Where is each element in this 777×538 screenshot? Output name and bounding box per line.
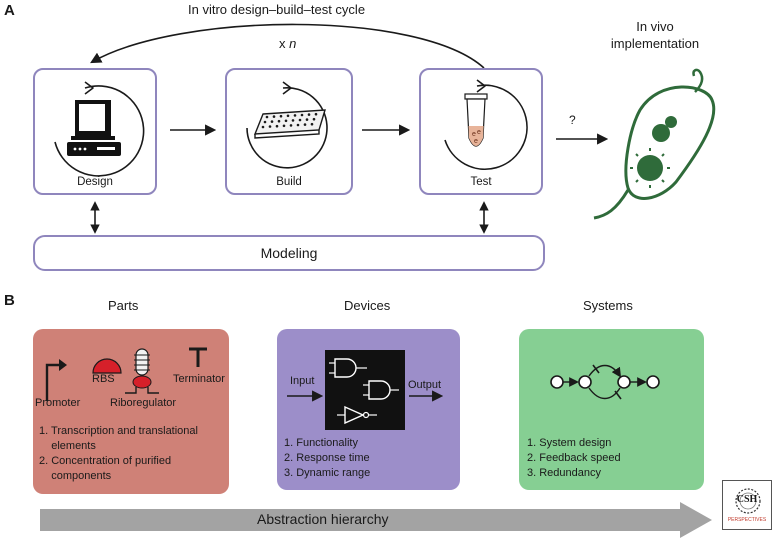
- terminator-icon: [189, 347, 207, 367]
- rbs-icon: [92, 358, 122, 374]
- test-stage: e e e Test: [419, 68, 543, 195]
- parts-card: RBS Terminator Promoter Riboregulator 1.…: [33, 329, 229, 494]
- design-stage: Design: [33, 68, 157, 195]
- build-stage: Build: [225, 68, 353, 195]
- and-gate-icon: [368, 380, 391, 400]
- parts-title: Parts: [108, 298, 139, 313]
- parts-list: 1. Transcription and translational eleme…: [39, 424, 198, 484]
- devices-title: Devices: [344, 298, 391, 313]
- list-item: 2. Concentration of purified: [39, 455, 172, 467]
- parts-icons: [45, 347, 207, 401]
- logo-text: CSH: [736, 494, 758, 505]
- build-label: Build: [276, 176, 302, 188]
- rbs-label: RBS: [92, 373, 115, 385]
- riboregulator-icon: [125, 348, 159, 394]
- list-item: 2. Response time: [284, 452, 370, 464]
- question-mark: ?: [569, 113, 576, 127]
- build-plate-icon: [246, 81, 328, 169]
- systems-list: 1. System design 2. Feedback speed 3. Re…: [527, 436, 621, 481]
- logic-gates-diagram: [287, 350, 444, 430]
- design-computer-icon: [54, 81, 145, 177]
- test-tube-icon: e e e: [444, 79, 528, 171]
- list-item: components: [39, 470, 112, 482]
- devices-list: 1. Functionality 2. Response time 3. Dyn…: [284, 436, 370, 481]
- list-item: 1. Functionality: [284, 437, 358, 449]
- list-item: 2. Feedback speed: [527, 452, 621, 464]
- promoter-label: Promoter: [35, 397, 81, 409]
- list-item: elements: [39, 440, 96, 452]
- list-item: 1. Transcription and translational: [39, 425, 198, 437]
- systems-title: Systems: [583, 298, 633, 313]
- modeling-bar: Modeling: [33, 235, 545, 271]
- test-label: Test: [470, 176, 492, 188]
- terminator-label: Terminator: [173, 373, 225, 385]
- node-icon: [578, 375, 592, 389]
- abstraction-label: Abstraction hierarchy: [257, 511, 389, 527]
- logo-subtext: PERSPECTIVES: [727, 517, 767, 523]
- csh-logo-icon: [735, 488, 761, 514]
- and-gate-icon: [334, 358, 357, 378]
- output-label: Output: [408, 379, 442, 391]
- in-vivo-label: In vivo implementation: [610, 19, 700, 51]
- systems-card: 1. System design 2. Feedback speed 3. Re…: [519, 329, 704, 490]
- panel-b-label: B: [4, 292, 15, 309]
- list-item: 1. System design: [527, 437, 612, 449]
- riboregulator-label: Riboregulator: [110, 397, 177, 409]
- devices-card: Input Output 1. Functionality 2. Respons…: [277, 329, 460, 490]
- input-label: Input: [290, 375, 315, 387]
- cycle-title: In vitro design–build–test cycle: [188, 2, 366, 17]
- panel-a-label: A: [4, 2, 15, 19]
- node-icon: [646, 375, 660, 389]
- repeat-count: x n: [279, 36, 297, 51]
- feedback-network-diagram: [550, 364, 660, 400]
- svg-text:e: e: [477, 129, 481, 136]
- csh-logo: CSH PERSPECTIVES: [722, 480, 772, 530]
- design-label: Design: [77, 176, 113, 188]
- list-item: 3. Dynamic range: [284, 467, 371, 479]
- list-item: 3. Redundancy: [527, 467, 601, 479]
- promoter-icon: [45, 359, 67, 401]
- svg-text:e: e: [472, 131, 476, 138]
- svg-text:e: e: [474, 138, 478, 145]
